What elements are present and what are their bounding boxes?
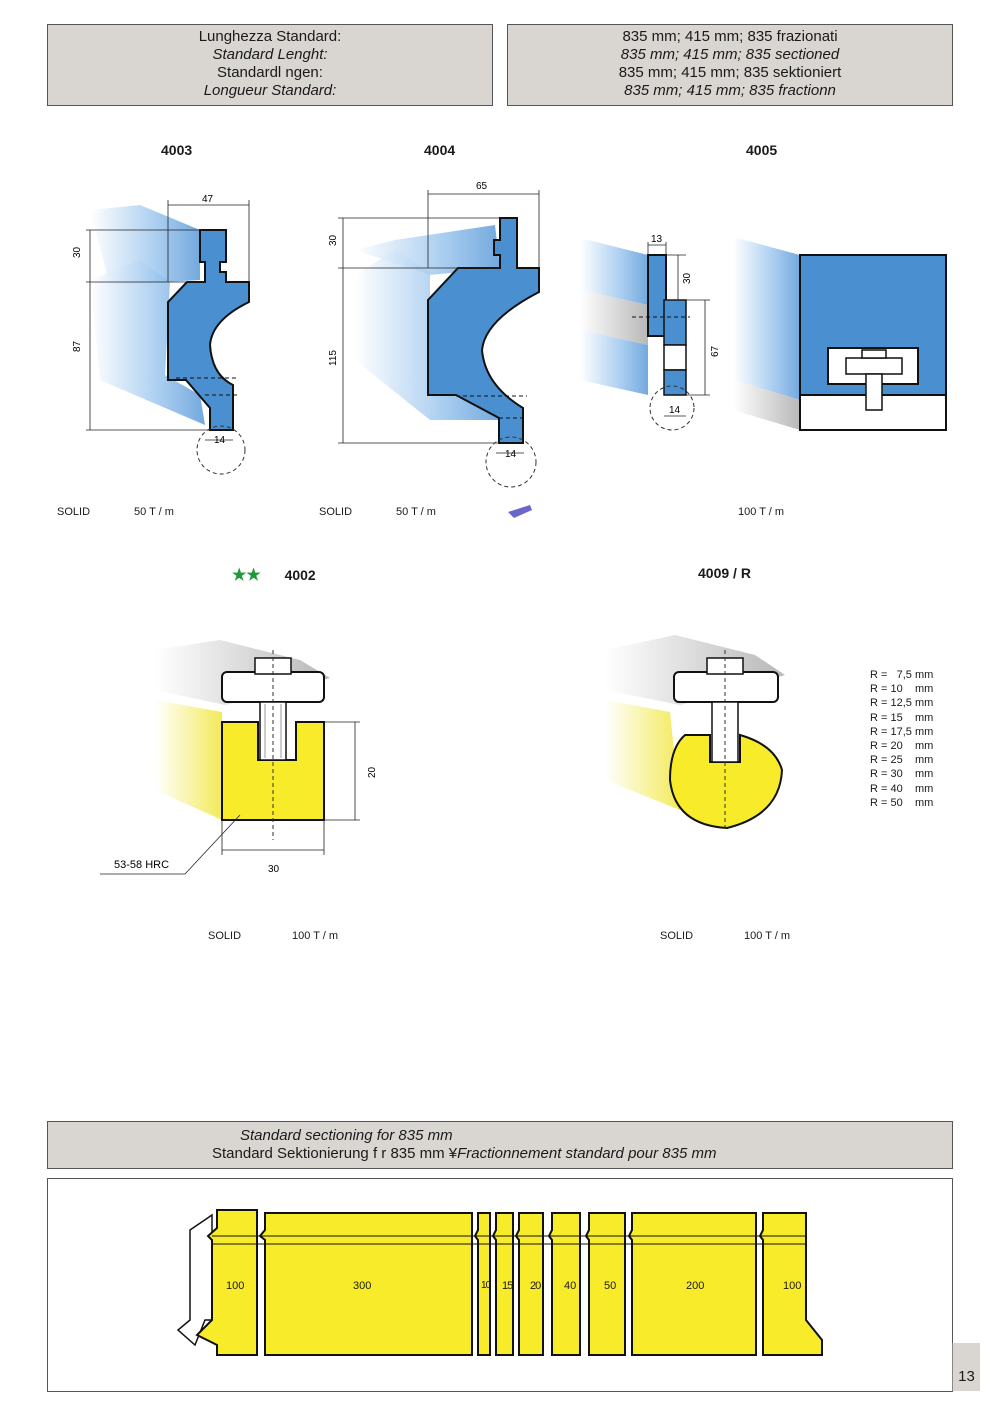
segment-label: 50 [604, 1280, 617, 1292]
tool-4004-type: SOLID [319, 506, 353, 518]
star-icon: ★★ [232, 567, 261, 584]
dim-4005-width: 13 [651, 234, 663, 245]
tool-4002-code-label: 4002 [284, 567, 316, 583]
tool-4002-drawing [100, 640, 360, 875]
segment-label: 15 [502, 1280, 513, 1292]
sectioning-drawing [176, 1209, 823, 1356]
radius-item: R = 10 mm [870, 683, 934, 696]
tool-4003-drawing [86, 200, 250, 475]
segment-label: 200 [686, 1280, 705, 1292]
header-left-line-2: Standard Lenght: [212, 46, 328, 63]
tool-4005-load: 100 T / m [738, 506, 785, 518]
tool-4009r-load: 100 T / m [744, 930, 791, 942]
header-right-line-1: 835 mm; 415 mm; 835 frazionati [622, 28, 838, 45]
dim-4002-height: 20 [367, 766, 378, 778]
radius-item: R = 20 mm [870, 740, 934, 753]
dim-4004-tip: 14 [505, 449, 517, 460]
header-right-line-2: 835 mm; 415 mm; 835 sectioned [620, 46, 840, 63]
segment-label: 10 [481, 1280, 491, 1291]
header-left-line-3: Standardl ngen: [217, 64, 323, 81]
tool-4004-drawing [338, 190, 540, 518]
radius-item: R = 12,5 mm [870, 697, 934, 710]
tool-4002-code: ★★ 4002 [232, 565, 316, 585]
segment-label: 100 [226, 1280, 245, 1292]
tool-4003-code: 4003 [161, 142, 193, 158]
sectioning-frame [47, 1178, 953, 1392]
sectioning-line-2: Standard Sektionierung f r 835 mm ¥Fract… [212, 1145, 716, 1162]
dim-4003-h1: 30 [72, 246, 83, 258]
segment-label: 300 [353, 1280, 372, 1292]
dim-4003-h2: 87 [72, 340, 83, 352]
radius-item: R = 40 mm [870, 782, 934, 795]
sectioning-line-1: Standard sectioning for 835 mm [240, 1127, 453, 1144]
segment-label: 20 [530, 1280, 541, 1292]
tool-4002-type: SOLID [208, 930, 242, 942]
dim-4002-hardness: 53-58 HRC [114, 859, 169, 871]
tool-4009r-drawing [605, 635, 785, 830]
tool-4003-type: SOLID [57, 506, 91, 518]
dim-4003-tip: 14 [214, 435, 226, 446]
tool-4005-code: 4005 [746, 142, 778, 158]
dim-4005-h2: 67 [710, 345, 721, 357]
tool-4003-load: 50 T / m [134, 506, 174, 518]
dim-4004-width: 65 [476, 181, 488, 192]
sectioning-line-2-fr: Fractionnement standard pour 835 mm [457, 1145, 717, 1162]
header-right-line-3: 835 mm; 415 mm; 835 sektioniert [618, 64, 842, 81]
tool-4002-load: 100 T / m [292, 930, 339, 942]
radius-list: R = 7,5 mm R = 10 mm R = 12,5 mm R = 15 … [870, 668, 933, 810]
header-left-line-4: Longueur Standard: [203, 82, 337, 99]
radius-item: R = 7,5 mm [870, 669, 934, 681]
sectioning-line-2-de: Standard Sektionierung f r 835 mm ¥ [212, 1145, 458, 1162]
radius-item: R = 50 mm [870, 796, 934, 809]
header-right-line-4: 835 mm; 415 mm; 835 fractionn [624, 82, 836, 99]
tool-4004-code: 4004 [424, 142, 456, 158]
dim-4005-h1: 30 [682, 272, 693, 284]
sectioning-header: Standard sectioning for 835 mm Standard … [47, 1121, 953, 1169]
tool-4005-drawing [580, 237, 947, 431]
dim-4002-width: 30 [268, 864, 280, 875]
header-right-box: 835 mm; 415 mm; 835 frazionati 835 mm; 4… [507, 24, 953, 106]
dim-4003-width: 47 [202, 194, 214, 205]
dim-4004-h1: 30 [328, 234, 339, 246]
segment-label: 40 [564, 1280, 577, 1292]
tool-4009r-code: 4009 / R [698, 565, 751, 581]
radius-item: R = 30 mm [870, 768, 934, 781]
page-number: 13 [952, 1343, 980, 1391]
radius-item: R = 15 mm [870, 711, 934, 724]
header-left-box: Lunghezza Standard: Standard Lenght: Sta… [47, 24, 493, 106]
radius-item: R = 25 mm [870, 754, 934, 767]
dim-4005-tip: 14 [669, 405, 681, 416]
radius-item: R = 17,5 mm [870, 725, 934, 738]
header-left-line-1: Lunghezza Standard: [198, 28, 342, 45]
tool-4004-load: 50 T / m [396, 506, 436, 518]
segment-label: 100 [783, 1280, 802, 1292]
dim-4004-h2: 115 [328, 350, 339, 366]
tool-4009r-type: SOLID [660, 930, 694, 942]
